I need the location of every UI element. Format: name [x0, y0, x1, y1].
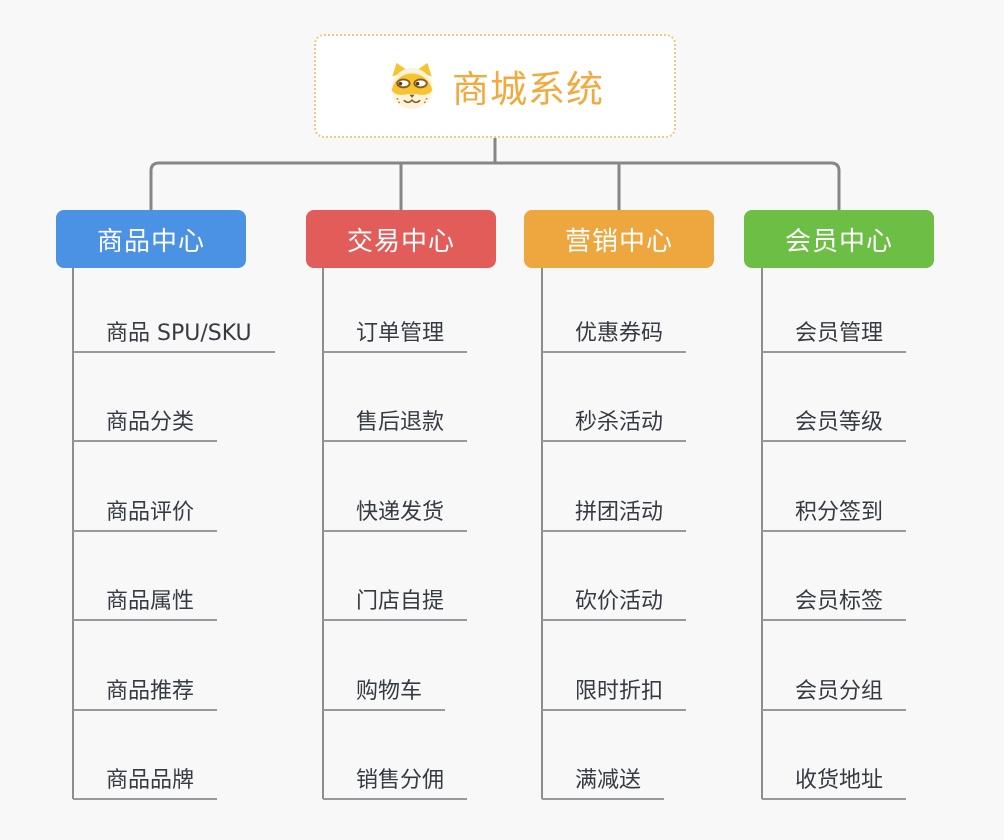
- sub-topic-product-category[interactable]: 商品分类: [73, 409, 218, 442]
- sub-topic-member-level[interactable]: 会员等级: [762, 409, 907, 442]
- sub-topic-sales-commission[interactable]: 销售分佣: [323, 767, 468, 800]
- branch-topic-marketing-center[interactable]: 营销中心: [524, 210, 714, 268]
- sub-topic-points-checkin[interactable]: 积分签到: [762, 499, 907, 532]
- sub-topic-product-attr[interactable]: 商品属性: [73, 588, 218, 621]
- sub-topic-store-pickup[interactable]: 门店自提: [323, 588, 468, 621]
- sub-topic-shopping-cart[interactable]: 购物车: [323, 678, 446, 711]
- sub-topic-product-review[interactable]: 商品评价: [73, 499, 218, 532]
- sub-topic-limited-discount[interactable]: 限时折扣: [542, 678, 687, 711]
- root-topic-label: 商城系统: [452, 68, 604, 111]
- sub-topic-bargain[interactable]: 砍价活动: [542, 588, 687, 621]
- sub-topic-member-tag[interactable]: 会员标签: [762, 588, 907, 621]
- sub-topic-product-brand[interactable]: 商品品牌: [73, 767, 218, 800]
- branch-topic-member-center[interactable]: 会员中心: [744, 210, 934, 268]
- sub-topic-product-recommend[interactable]: 商品推荐: [73, 678, 218, 711]
- sub-topic-member-group[interactable]: 会员分组: [762, 678, 907, 711]
- sub-topic-flash-sale[interactable]: 秒杀活动: [542, 409, 687, 442]
- sub-topic-coupon-code[interactable]: 优惠券码: [542, 320, 687, 353]
- sub-topic-express-delivery[interactable]: 快递发货: [323, 499, 468, 532]
- sub-topic-after-sale-refund[interactable]: 售后退款: [323, 409, 468, 442]
- branch-topic-trade-center[interactable]: 交易中心: [306, 210, 496, 268]
- sub-topic-full-reduction[interactable]: 满减送: [542, 767, 665, 800]
- sub-topic-member-management[interactable]: 会员管理: [762, 320, 907, 353]
- sub-topic-shipping-address[interactable]: 收货地址: [762, 767, 907, 800]
- branch-topic-product-center[interactable]: 商品中心: [56, 210, 246, 268]
- sub-topic-order-management[interactable]: 订单管理: [323, 320, 468, 353]
- level1-connectors: [149, 138, 841, 211]
- sub-topic-product-spu-sku[interactable]: 商品 SPU/SKU: [73, 320, 275, 353]
- sub-topic-group-buy[interactable]: 拼团活动: [542, 499, 687, 532]
- root-topic[interactable]: 商城系统: [314, 34, 676, 138]
- dog-face-icon: [386, 62, 438, 110]
